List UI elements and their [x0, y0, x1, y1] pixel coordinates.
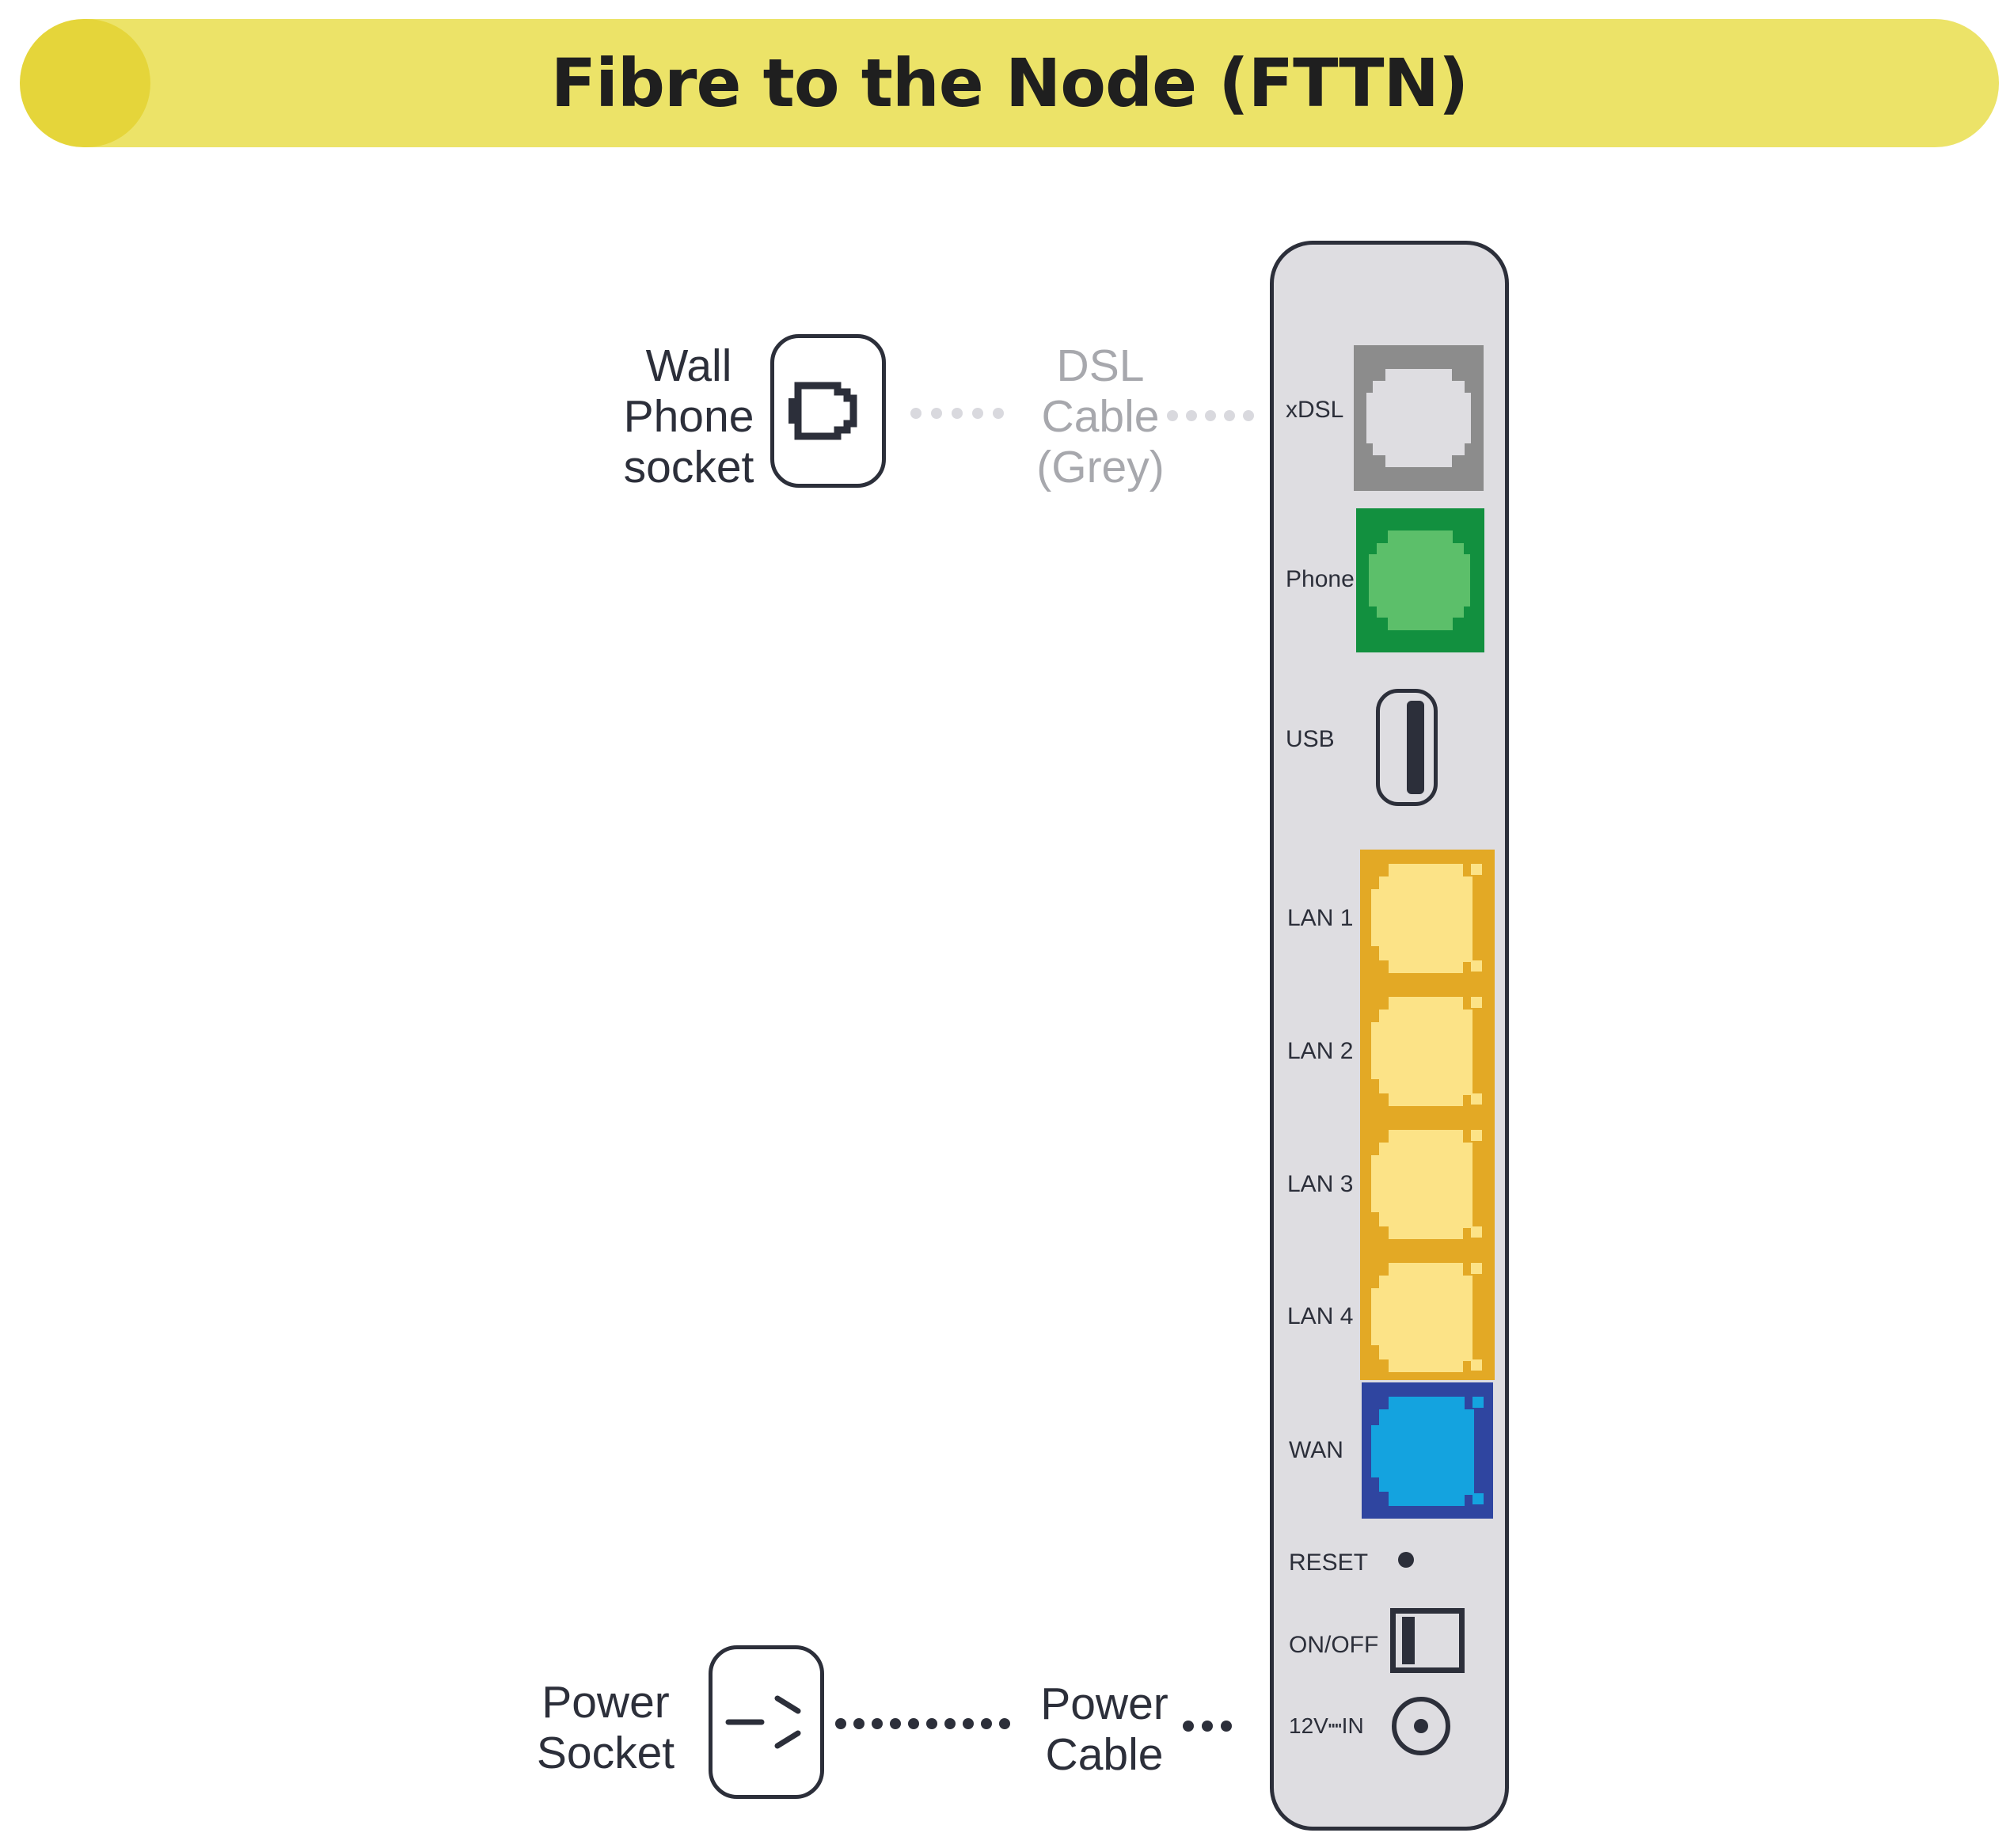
cable-dot	[872, 1718, 883, 1729]
xdsl-port	[1354, 345, 1484, 491]
xdsl-port-label: xDSL	[1286, 397, 1344, 423]
power-plug-icon	[725, 1695, 801, 1749]
cable-dot	[1221, 1721, 1232, 1732]
cable-dot	[1167, 410, 1178, 421]
cable-dot	[963, 1718, 974, 1729]
dc-power-input	[1392, 1697, 1450, 1755]
lan3-port-label: LAN 3	[1287, 1171, 1354, 1197]
power-cable-left	[835, 1716, 1010, 1732]
usb-port	[1376, 689, 1438, 806]
wan-port	[1362, 1382, 1493, 1519]
cable-dot	[972, 408, 983, 419]
lan1-port-label: LAN 1	[1287, 905, 1354, 931]
dc-power-pin	[1414, 1719, 1428, 1733]
power-switch-toggle	[1402, 1617, 1415, 1664]
cable-dot	[835, 1718, 846, 1729]
cable-dot	[908, 1718, 919, 1729]
power-in-label: 12V┉IN	[1289, 1713, 1364, 1738]
cable-dot	[981, 1718, 992, 1729]
wan-port-label: WAN	[1289, 1437, 1343, 1463]
reset-label: RESET	[1289, 1550, 1369, 1576]
lan4-port-label: LAN 4	[1287, 1303, 1354, 1329]
cable-dot	[1205, 410, 1216, 421]
phone-port-label: Phone	[1286, 566, 1355, 592]
cable-dot	[993, 408, 1004, 419]
dsl-cable-left	[910, 405, 1004, 421]
phone-port	[1356, 508, 1484, 652]
phone-jack-icon	[788, 382, 857, 440]
cable-dot	[999, 1718, 1010, 1729]
power-cable-label: Power Cable	[1040, 1679, 1168, 1780]
cable-dot	[890, 1718, 901, 1729]
cable-dot	[1186, 410, 1197, 421]
cable-dot	[1243, 410, 1254, 421]
title-banner: Fibre to the Node (FTTN)	[20, 19, 1999, 147]
cable-dot	[931, 408, 942, 419]
lan2-port-label: LAN 2	[1287, 1038, 1354, 1064]
power-socket	[709, 1645, 824, 1799]
dsl-cable-label: DSL Cable (Grey)	[1036, 340, 1165, 492]
usb-slot	[1407, 701, 1424, 794]
lan3-port	[1360, 1116, 1495, 1249]
cable-dot	[1202, 1721, 1213, 1732]
dsl-cable-right	[1167, 408, 1254, 424]
banner-accent-circle	[20, 19, 150, 147]
wall-socket-label: Wall Phone socket	[623, 340, 754, 492]
usb-port-label: USB	[1286, 726, 1335, 752]
onoff-label: ON/OFF	[1289, 1632, 1379, 1658]
power-cable-right	[1183, 1718, 1232, 1734]
page-title: Fibre to the Node (FTTN)	[550, 44, 1469, 122]
cable-dot	[944, 1718, 956, 1729]
cable-dot	[952, 408, 963, 419]
power-switch	[1390, 1608, 1465, 1673]
cable-dot	[1183, 1721, 1194, 1732]
cable-dot	[926, 1718, 937, 1729]
wall-phone-socket	[770, 334, 886, 488]
power-socket-label: Power Socket	[536, 1677, 675, 1778]
reset-button	[1398, 1552, 1414, 1568]
cable-dot	[1224, 410, 1235, 421]
cable-dot	[853, 1718, 864, 1729]
lan1-port	[1360, 850, 1495, 983]
lan4-port	[1360, 1249, 1495, 1380]
cable-dot	[910, 408, 922, 419]
lan2-port	[1360, 983, 1495, 1116]
